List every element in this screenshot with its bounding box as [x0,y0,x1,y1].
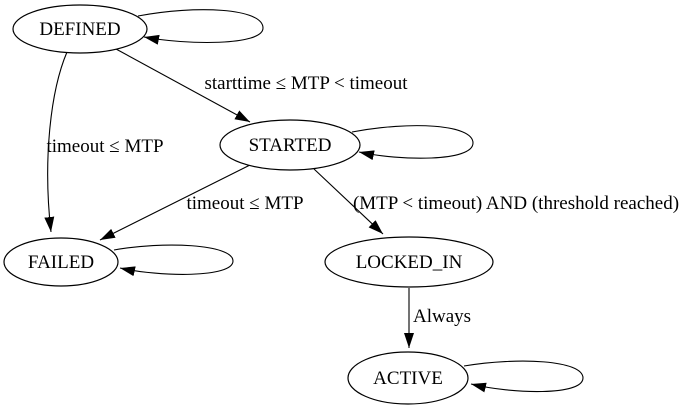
node-ellipse-active [347,351,469,405]
edge-label-started-lockedin: (MTP < timeout) AND (threshold reached) [353,193,679,214]
edge-label-defined-started: starttime ≤ MTP < timeout [204,73,408,94]
node-ellipse-started [219,119,361,171]
edge-defined-to-failed [44,51,68,233]
edge-label-lockedin-active: Always [413,306,471,327]
state-node-started: STARTED [219,119,361,171]
node-label-failed: FAILED [28,252,94,273]
node-ellipse-failed [3,237,119,287]
node-ellipse-defined [12,4,148,54]
edge-label-started-failed: timeout ≤ MTP [186,193,303,214]
state-node-defined: DEFINED [12,4,148,54]
state-node-lockedin: LOCKED_IN [324,236,494,288]
edge-started-to-lockedin [313,168,384,235]
node-ellipse-lockedin [324,236,494,288]
node-label-lockedin: LOCKED_IN [356,252,463,273]
edge-label-defined-failed: timeout ≤ MTP [46,136,163,157]
node-label-started: STARTED [249,135,332,156]
state-node-active: ACTIVE [347,351,469,405]
self-loop-active [463,360,584,393]
self-loop-failed [113,244,234,277]
edge-started-to-failed [99,164,251,241]
self-loop-defined [137,9,264,45]
edge-defined-to-started [115,48,251,123]
self-loop-started [351,125,474,161]
node-label-defined: DEFINED [39,19,120,40]
state-node-failed: FAILED [3,237,119,287]
node-label-active: ACTIVE [373,368,443,389]
